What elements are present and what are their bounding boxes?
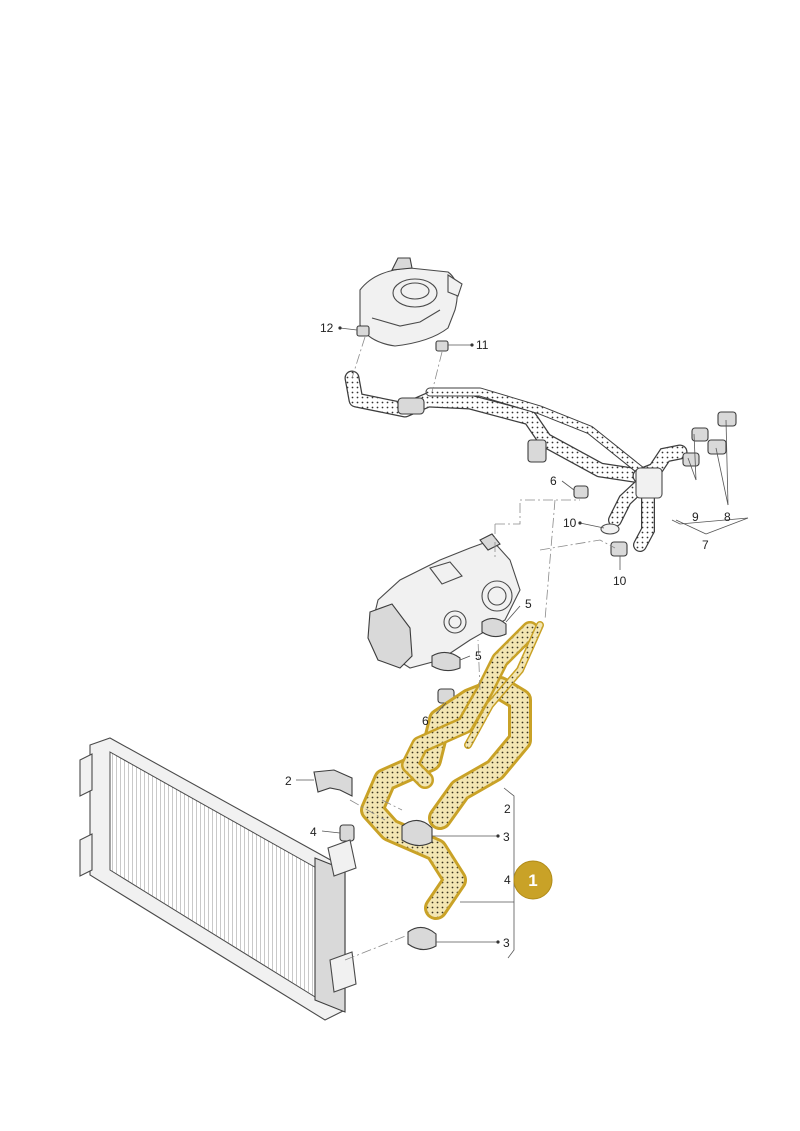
callout-11: 11 (476, 338, 489, 352)
connector-9-upper (691, 427, 709, 442)
hose-clamp-12 (356, 325, 370, 337)
o-ring-10-top (600, 523, 620, 535)
part-1-badge-label: 1 (528, 871, 537, 890)
callout-4-right: 4 (504, 873, 511, 887)
clip-4 (339, 824, 355, 842)
hose-clamp-3-lower (407, 926, 437, 951)
callout-5-mid: 5 (475, 649, 482, 663)
callout-6-mid: 6 (422, 714, 429, 728)
coolant-pump-thermostat-housing (367, 533, 521, 669)
radiator (79, 737, 357, 1021)
callout-3-top: 3 (503, 830, 510, 844)
callout-3-bottom: 3 (503, 936, 510, 950)
callout-leader-lines (296, 326, 749, 959)
hose-clamp-5-top (481, 617, 507, 638)
assembly-leader-lines (344, 336, 616, 961)
hose-clamp-6-top (573, 485, 589, 499)
callout-2-right: 2 (504, 802, 511, 816)
callout-8: 8 (724, 510, 731, 524)
callout-12: 12 (320, 321, 334, 335)
connector-8-upper (717, 411, 737, 427)
callout-6-top: 6 (550, 474, 557, 488)
upper-coolant-hose-assembly (344, 370, 688, 552)
bracket-2 (313, 769, 353, 797)
hose-clamp-10-bottom (610, 541, 628, 557)
callout-9: 9 (692, 510, 699, 524)
callout-7: 7 (702, 538, 709, 552)
part-1-badge: 1 (513, 860, 553, 900)
callout-10-bottom: 10 (613, 574, 627, 588)
hose-clamp-5-mid (431, 651, 461, 672)
connector-9-lower (682, 452, 700, 467)
callout-4-left: 4 (310, 825, 317, 839)
hose-clamp-11 (435, 340, 449, 352)
hose-clamp-3-upper (401, 819, 433, 847)
callout-2-left: 2 (285, 774, 292, 788)
callout-5-top: 5 (525, 597, 532, 611)
callout-10-top: 10 (563, 516, 577, 530)
coolant-expansion-tank (359, 257, 463, 347)
